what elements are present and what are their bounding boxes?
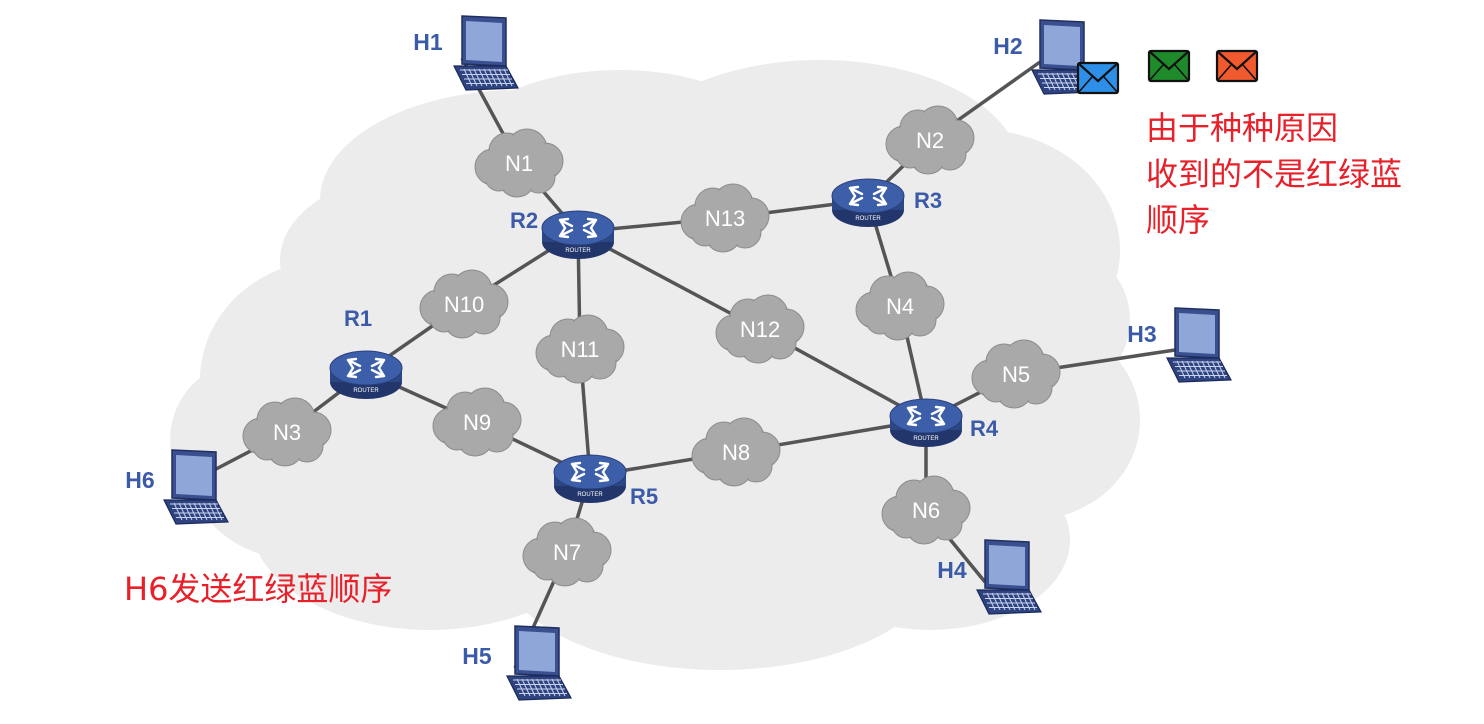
host-label: H1 xyxy=(413,29,443,55)
nodes-layer: N1N2N3N4N5N6N7N8N9N10N11N12N13ROUTERR1RO… xyxy=(125,15,1232,701)
received-note-line: 由于种种原因 xyxy=(1146,109,1339,147)
host-label: H3 xyxy=(1127,321,1156,347)
router-label: R4 xyxy=(970,416,999,441)
laptop-icon: H1 xyxy=(413,15,519,91)
network-cloud: N7 xyxy=(522,517,612,587)
network-cloud: N3 xyxy=(242,397,332,467)
green-mail-icon xyxy=(1147,49,1191,83)
network-label: N4 xyxy=(886,294,914,319)
laptop-icon: H2 xyxy=(993,19,1097,95)
received-note-line: 收到的不是红绿蓝 xyxy=(1146,155,1403,193)
network-label: N7 xyxy=(553,540,581,565)
host-label: H4 xyxy=(937,557,967,583)
router-label: R2 xyxy=(510,208,538,233)
network-label: N6 xyxy=(912,498,940,523)
network-label: N3 xyxy=(273,420,301,445)
laptop-icon: H4 xyxy=(937,539,1042,615)
network-cloud: N11 xyxy=(535,314,625,384)
network-cloud: N5 xyxy=(971,339,1061,409)
laptop-icon: H5 xyxy=(462,625,572,701)
network-cloud: N2 xyxy=(885,105,975,175)
network-label: N12 xyxy=(740,317,780,342)
network-cloud: N9 xyxy=(432,387,522,457)
laptop-icon: H3 xyxy=(1127,307,1232,383)
router-icon: ROUTER R4 xyxy=(889,398,999,447)
router-icon: ROUTER R3 xyxy=(831,178,942,227)
router-icon: ROUTER R5 xyxy=(553,454,658,509)
router-badge: ROUTER xyxy=(913,436,939,442)
received-order-note: 由于种种原因 收到的不是红绿蓝 顺序 xyxy=(1146,105,1466,243)
router-icon: ROUTER R2 xyxy=(510,208,615,259)
network-label: N13 xyxy=(705,206,745,231)
router-badge: ROUTER xyxy=(855,216,881,222)
network-label: N5 xyxy=(1002,362,1030,387)
host-label: H5 xyxy=(462,643,492,669)
host-label: H2 xyxy=(993,33,1022,59)
messages-layer xyxy=(1076,49,1259,95)
host-label: H6 xyxy=(125,467,154,493)
router-badge: ROUTER xyxy=(565,248,591,254)
network-cloud: N1 xyxy=(474,128,564,198)
blue-mail-icon xyxy=(1076,61,1120,95)
router-label: R5 xyxy=(630,484,658,509)
network-cloud: N13 xyxy=(680,183,770,253)
network-label: N9 xyxy=(463,410,491,435)
network-label: N10 xyxy=(444,292,484,317)
laptop-icon: H6 xyxy=(125,449,229,525)
network-cloud: N12 xyxy=(715,294,805,364)
router-label: R1 xyxy=(344,306,372,331)
router-badge: ROUTER xyxy=(577,492,603,498)
network-label: N11 xyxy=(561,337,600,362)
received-note-line: 顺序 xyxy=(1146,201,1211,239)
sent-order-note: H6发送红绿蓝顺序 xyxy=(124,570,393,608)
network-label: N8 xyxy=(722,440,750,465)
network-cloud: N8 xyxy=(691,417,781,487)
network-label: N1 xyxy=(505,151,533,176)
network-cloud: N6 xyxy=(881,475,971,545)
network-label: N2 xyxy=(916,128,944,153)
router-label: R3 xyxy=(914,188,942,213)
router-icon: ROUTER R1 xyxy=(329,306,403,399)
network-cloud: N4 xyxy=(855,271,945,341)
network-cloud: N10 xyxy=(419,269,509,339)
red-mail-icon xyxy=(1215,49,1259,83)
router-badge: ROUTER xyxy=(353,388,379,394)
